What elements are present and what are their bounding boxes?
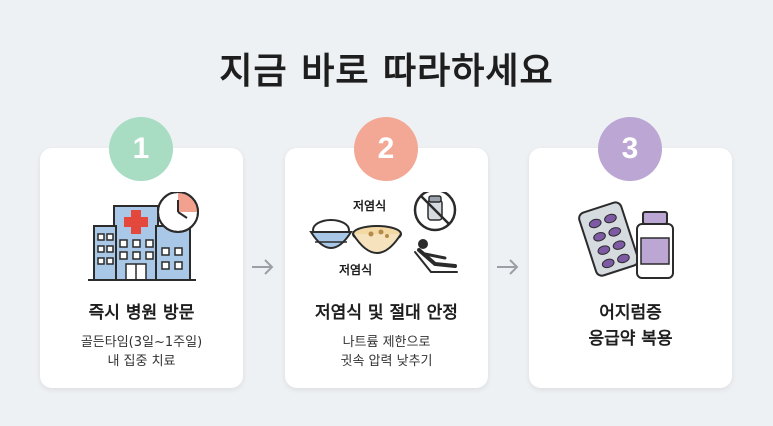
step-desc-line: 골든타임(3일~1주일) xyxy=(80,335,203,350)
step2-illustration: 저염식 저염식 xyxy=(285,188,488,292)
soup-bowl-icon xyxy=(352,225,402,254)
low-salt-label-bottom: 저염식 xyxy=(339,262,372,277)
step-number-badge: 2 xyxy=(354,117,418,181)
arrow-right-icon xyxy=(252,259,274,275)
step-desc-line: 귓속 압력 낮추기 xyxy=(340,354,433,369)
step-title-line: 응급약 복용 xyxy=(588,329,673,349)
step-card-1: 즉시 병원 방문 골든타임(3일~1주일) 내 집중 치료 xyxy=(40,148,243,388)
step3-illustration xyxy=(529,192,732,292)
arrow-right-icon xyxy=(497,259,519,275)
pill-blister-icon xyxy=(578,201,640,277)
step-number-badge: 3 xyxy=(598,117,662,181)
step-description: 나트륨 제한으로 귓속 압력 낮추기 xyxy=(285,333,488,371)
page-title: 지금 바로 따라하세요 xyxy=(219,51,554,92)
step-card-2: 저염식 저염식 xyxy=(285,148,488,388)
step-title-line: 어지럼증 xyxy=(599,303,662,323)
step-desc-line: 내 집중 치료 xyxy=(107,354,176,369)
step-title: 즉시 병원 방문 xyxy=(88,303,195,323)
hospital-clock-icon xyxy=(40,191,243,292)
rice-bowl-icon xyxy=(309,219,353,249)
step-desc-line: 나트륨 제한으로 xyxy=(342,335,431,350)
no-salt-icon xyxy=(413,188,457,232)
step-title: 어지럼증 응급약 복용 xyxy=(529,300,732,352)
medicine-bottle-icon xyxy=(636,211,674,279)
step-title: 저염식 및 절대 안정 xyxy=(315,303,458,323)
reclining-rest-icon xyxy=(414,239,458,273)
step-description: 골든타임(3일~1주일) 내 집중 치료 xyxy=(40,333,243,371)
step-number-badge: 1 xyxy=(109,117,173,181)
step-card-3: 어지럼증 응급약 복용 xyxy=(529,148,732,388)
low-salt-label-top: 저염식 xyxy=(353,198,386,213)
